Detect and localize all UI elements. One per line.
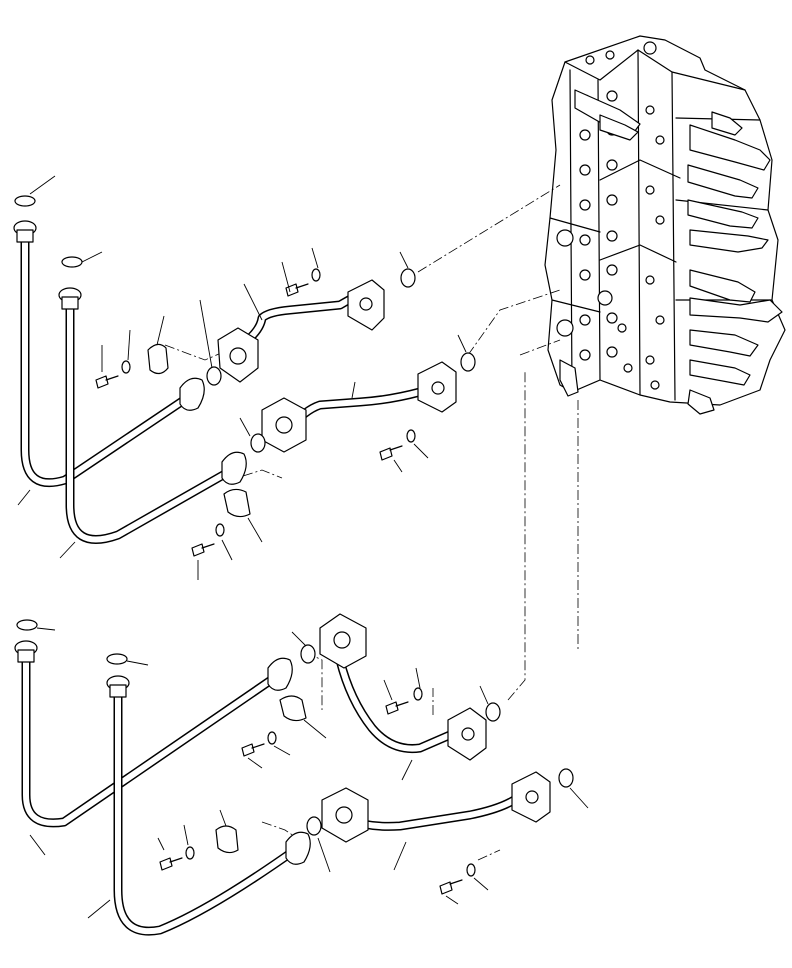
upper-right-tubes	[199, 247, 476, 473]
lower-left-hoses	[14, 619, 327, 936]
control-valve-assembly	[544, 35, 786, 415]
upper-left-hoses	[13, 175, 263, 580]
valve-ports	[556, 41, 665, 390]
spool-caps	[559, 89, 783, 415]
lower-right-tubes	[291, 613, 589, 905]
